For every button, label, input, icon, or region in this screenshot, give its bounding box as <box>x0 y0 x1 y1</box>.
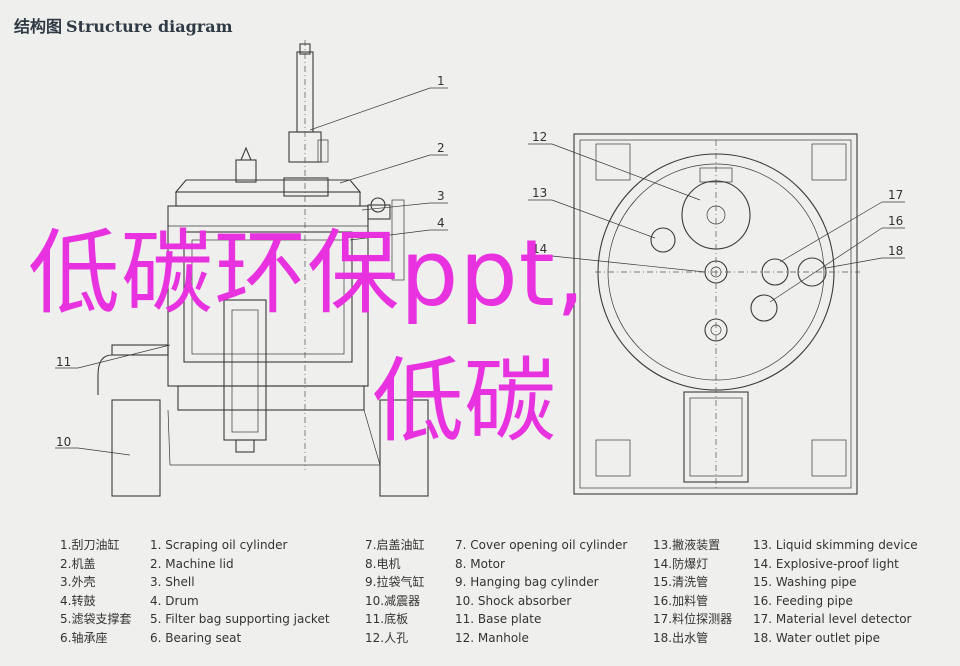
title-english: Structure diagram <box>66 17 233 36</box>
callout-3: 3 <box>437 189 445 203</box>
callout-1: 1 <box>437 74 445 88</box>
callout-4: 4 <box>437 216 445 230</box>
callout-13: 13 <box>532 186 547 200</box>
top-plan-view <box>573 133 860 495</box>
overlay-text-line2: 低碳 <box>372 348 557 455</box>
callout-18: 18 <box>888 244 903 258</box>
left-callouts <box>55 87 448 456</box>
title-chinese: 结构图 <box>14 17 63 36</box>
callout-12: 12 <box>532 130 547 144</box>
right-callouts <box>528 143 905 303</box>
callout-14: 14 <box>532 242 547 256</box>
callout-2: 2 <box>437 141 445 155</box>
callout-numbers: 1 2 3 4 10 11 12 13 14 17 16 18 <box>56 74 903 449</box>
side-elevation-view <box>97 40 429 497</box>
callout-16: 16 <box>888 214 903 228</box>
callout-17: 17 <box>888 188 903 202</box>
callout-11: 11 <box>56 355 71 369</box>
overlay-text-line1: 低碳环保ppt, <box>28 220 587 327</box>
callout-10: 10 <box>56 435 71 449</box>
